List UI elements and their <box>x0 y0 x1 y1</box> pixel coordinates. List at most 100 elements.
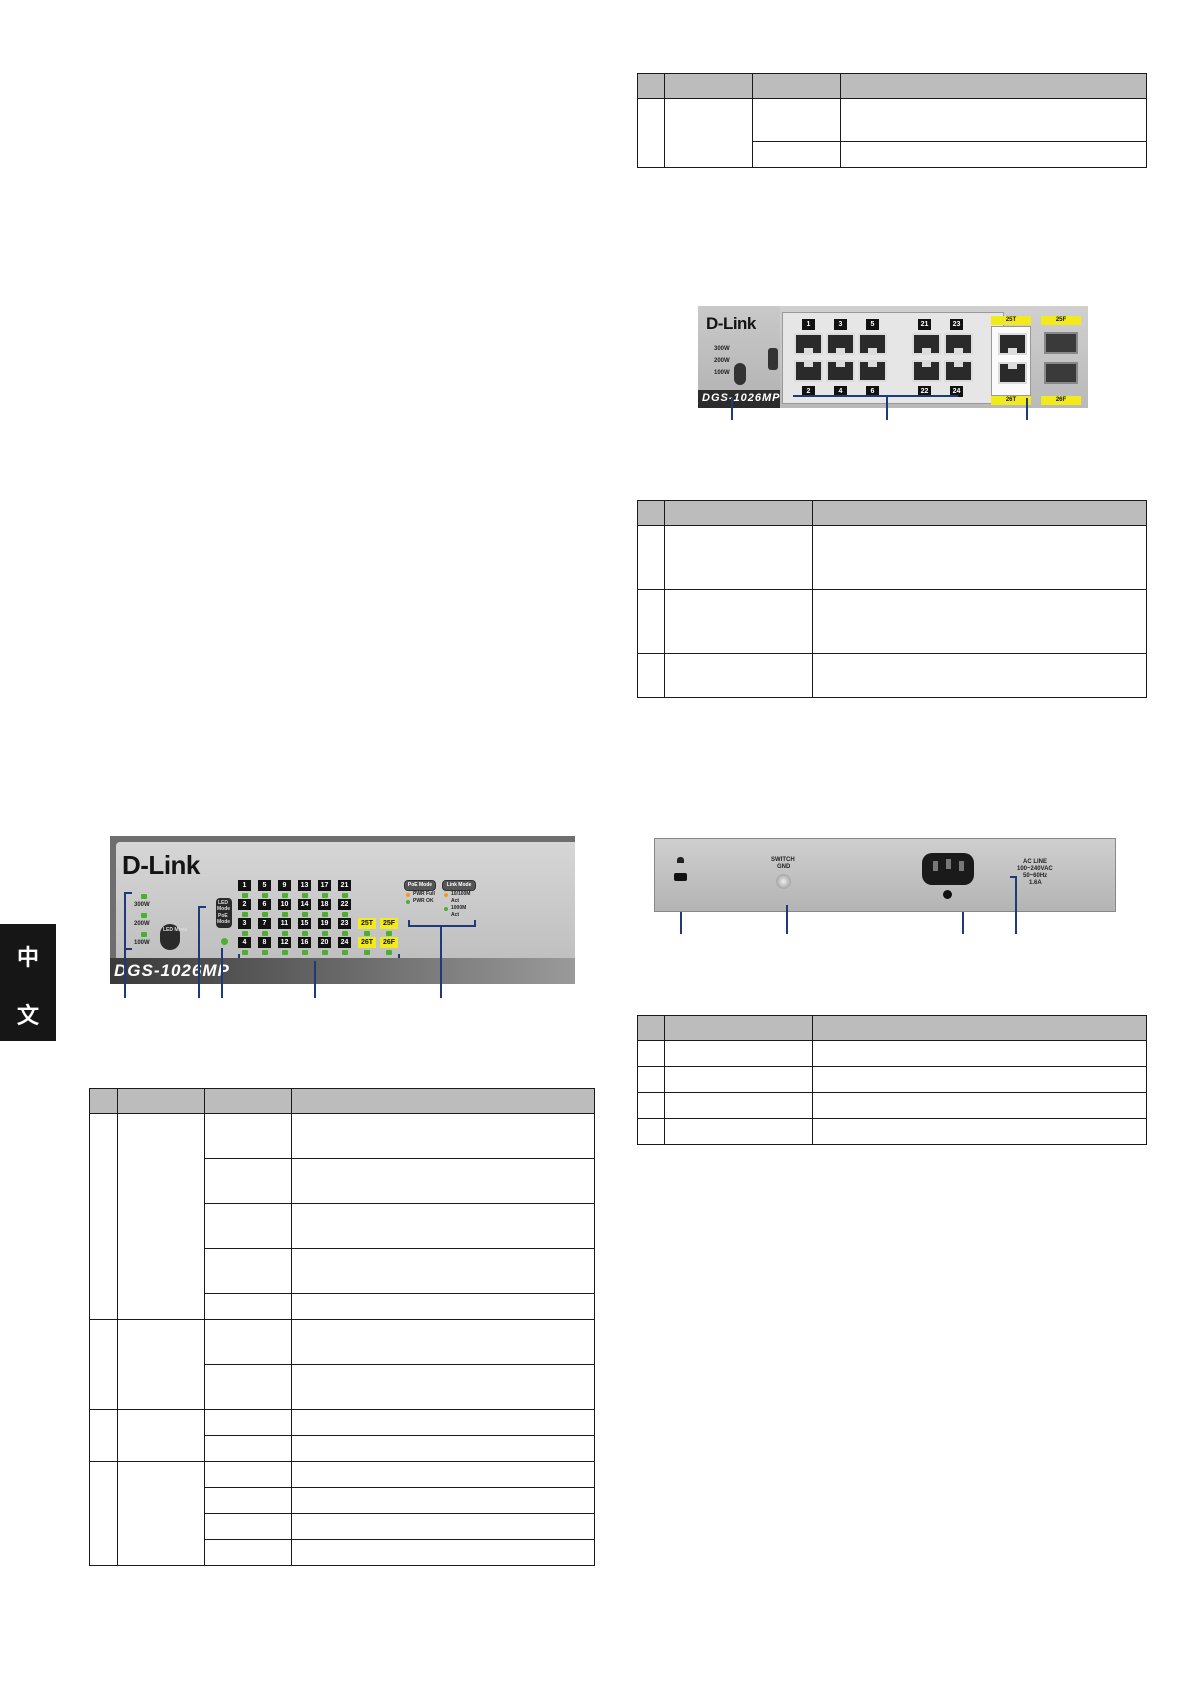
rj45-port <box>794 333 823 355</box>
front-combo-25t: 25T <box>358 918 376 929</box>
table-top-right <box>637 73 1147 168</box>
front-port-number: 13 <box>298 880 311 891</box>
language-tab-chinese: 中 文 <box>0 924 56 1041</box>
closeup-model-name: DGS-1026MP <box>702 392 781 404</box>
closeup-port-label-22: 22 <box>918 386 931 397</box>
front-combo-26t: 26T <box>358 937 376 948</box>
poe-mode-legend-title: PoE Mode <box>404 880 436 891</box>
link-mode-10-100: 10/100M <box>451 891 471 897</box>
callout-line <box>198 906 200 998</box>
callout-line <box>124 950 126 998</box>
combo-rj45-port <box>998 333 1027 355</box>
rj45-port <box>826 333 855 355</box>
front-port-number: 14 <box>298 899 311 910</box>
front-power-200w: 200W <box>134 921 150 927</box>
closeup-combo-26t: 26T <box>991 396 1031 405</box>
front-port-number: 1 <box>238 880 251 891</box>
link-mode-act-1: Act <box>451 898 460 904</box>
closeup-port-label-21: 21 <box>918 319 931 330</box>
closeup-port-label-5: 5 <box>866 319 879 330</box>
rj45-port <box>944 333 973 355</box>
closeup-port-label-1: 1 <box>802 319 815 330</box>
front-port-number: 12 <box>278 937 291 948</box>
port-closeup-image: D-Link 300W 200W 100W DGS-1026MP 1 3 5 2… <box>698 306 1088 408</box>
callout-line <box>1010 876 1017 878</box>
closeup-port-label-4: 4 <box>834 386 847 397</box>
language-tab-char2: 文 <box>16 1004 39 1029</box>
table-middle-right <box>637 500 1147 698</box>
security-slot <box>674 873 687 881</box>
rj45-port <box>858 360 887 382</box>
front-mode-label-mode: Mode <box>217 906 231 912</box>
ground-screw <box>776 874 791 889</box>
rj45-port <box>912 360 941 382</box>
rear-panel-image: SWITCH GND AC LINE 100~240VAC 50~60Hz 1.… <box>654 838 1116 912</box>
ac-frequency-label: 50~60Hz <box>1023 873 1048 879</box>
front-port-number: 2 <box>238 899 251 910</box>
closeup-power-100w: 100W <box>714 370 730 376</box>
front-port-number: 15 <box>298 918 311 929</box>
power-retainer-hole <box>943 890 952 899</box>
closeup-mode-indicator <box>768 348 778 370</box>
closeup-port-label-2: 2 <box>802 386 815 397</box>
closeup-port-label-24: 24 <box>950 386 963 397</box>
power-socket <box>922 853 974 885</box>
front-panel-image: D-Link 300W 200W 100W LED Mode LED Mode … <box>110 836 575 984</box>
language-tab-char1: 中 <box>16 946 39 971</box>
lock-icon <box>677 857 684 863</box>
front-port-number: 22 <box>338 899 351 910</box>
sfp-slot <box>1044 362 1078 384</box>
front-port-number: 19 <box>318 918 331 929</box>
closeup-port-label-3: 3 <box>834 319 847 330</box>
front-mode-indicator <box>216 898 232 928</box>
front-port-number: 6 <box>258 899 271 910</box>
front-port-number: 10 <box>278 899 291 910</box>
table-front-panel-leds <box>89 1088 595 1566</box>
closeup-port-label-6: 6 <box>866 386 879 397</box>
closeup-led-mode-button <box>734 363 746 385</box>
front-port-number: 17 <box>318 880 331 891</box>
closeup-power-300w: 300W <box>714 346 730 352</box>
ac-current-label: 1.6A <box>1029 880 1042 886</box>
front-power-100w: 100W <box>134 940 150 946</box>
front-port-number: 16 <box>298 937 311 948</box>
switch-gnd-label-line2: GND <box>777 864 791 870</box>
callout-line <box>221 948 223 998</box>
front-port-number: 23 <box>338 918 351 929</box>
callout-line <box>886 396 888 420</box>
closeup-brand-logo: D-Link <box>706 314 756 333</box>
front-port-number: 18 <box>318 899 331 910</box>
rj45-port <box>944 360 973 382</box>
rj45-port <box>826 360 855 382</box>
ac-voltage-label: 100~240VAC <box>1017 866 1053 872</box>
closeup-power-200w: 200W <box>714 358 730 364</box>
front-port-number: 4 <box>238 937 251 948</box>
front-combo-26f: 26F <box>380 937 398 948</box>
switch-gnd-label-line1: SWITCH <box>771 857 795 863</box>
front-port-number: 20 <box>318 937 331 948</box>
link-mode-1000: 1000M <box>451 905 467 911</box>
callout-line <box>962 912 964 934</box>
front-combo-25f: 25F <box>380 918 398 929</box>
sfp-slot <box>1044 332 1078 354</box>
front-port-number: 3 <box>238 918 251 929</box>
front-port-number: 7 <box>258 918 271 929</box>
front-led-mode-button <box>160 924 180 950</box>
front-mode-label-led: LED <box>218 900 228 906</box>
link-mode-act-2: Act <box>451 912 460 918</box>
front-led-mode-button-label: LED Mode <box>163 927 188 933</box>
callout-line <box>440 927 442 998</box>
closeup-combo-25t: 25T <box>991 316 1031 325</box>
front-port-number: 24 <box>338 937 351 948</box>
poe-mode-pwr-full: PWR Full <box>413 891 435 897</box>
closeup-port-label-23: 23 <box>950 319 963 330</box>
ac-line-label: AC LINE <box>1023 859 1047 865</box>
callout-bracket <box>793 395 958 397</box>
callout-line <box>680 912 682 934</box>
front-mode-label-poe: PoE <box>218 913 228 919</box>
front-port-number: 21 <box>338 880 351 891</box>
rj45-port <box>912 333 941 355</box>
callout-line <box>1015 876 1017 934</box>
front-port-number: 11 <box>278 918 291 929</box>
callout-line <box>314 961 316 998</box>
